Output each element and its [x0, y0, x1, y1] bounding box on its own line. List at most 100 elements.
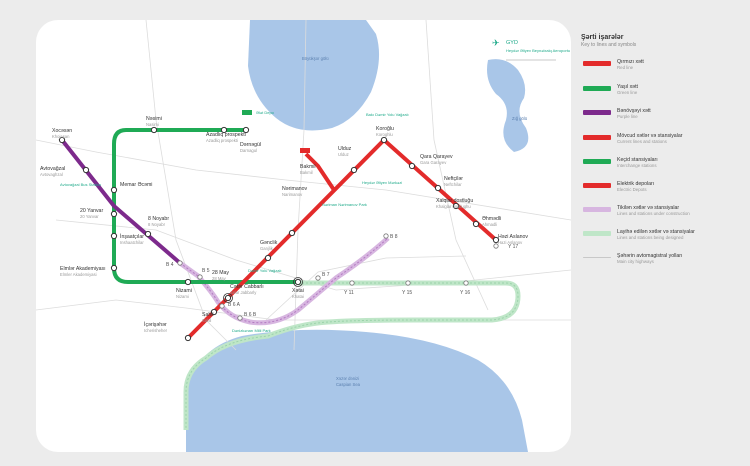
station-sahil[interactable] [210, 308, 218, 316]
note-depot-north: Ələt Depo [256, 110, 275, 115]
label-ulduz-en: Ulduz [338, 152, 349, 157]
label-neftchiler-en: Neftchilar [444, 182, 462, 187]
metro-map[interactable]: ✈ GYD Xocəsən Khojasan Avtovağzal Avtova… [36, 20, 571, 452]
station-narimanov[interactable] [288, 229, 296, 237]
label-nasimi: Nəsimi [146, 116, 162, 122]
stations-red [184, 136, 500, 342]
label-koroglu-en: Koroghlu [376, 132, 393, 137]
legend-label: Tikilən xətlər və stansiyalar [617, 205, 680, 211]
label-xalqlar: Xalqlar dostluğu [436, 198, 473, 204]
label-nariman-en: Narimanov [282, 192, 303, 197]
label-azadliq: Azadlıq prospekti [206, 132, 246, 138]
station-labels: Xocəsən Khojasan Avtovağzal Avtovaghzal … [40, 116, 528, 333]
legend-sublabel: Electric Depots [617, 187, 647, 192]
label-memar: Memar Əcəmi [120, 182, 152, 188]
red-line-swatch [583, 61, 611, 66]
purple-line-construction-dots [179, 237, 389, 324]
station-darnagul[interactable] [242, 126, 250, 134]
label-sahil-en: Sahil [202, 318, 211, 323]
station-20-yanvar[interactable] [110, 210, 118, 218]
label-sahil: Sahil [202, 312, 214, 318]
label-darnagul: Dərnəgül [240, 142, 261, 148]
stations-planned [177, 233, 499, 321]
label-ahmadli: Əhmədli [482, 216, 501, 222]
station-ahmadli[interactable] [472, 220, 480, 228]
station-hazi-aslanov[interactable] [492, 236, 500, 244]
note-28may: Dəmir Yolu Vağzalı [248, 268, 282, 273]
station-nasimi[interactable] [150, 126, 158, 134]
legend-item-designed: Layihə edilən xətlər və stansiyalar Line… [581, 229, 746, 247]
stations-purple [58, 136, 152, 238]
station-avtovagzal[interactable] [82, 166, 90, 174]
station-elmler[interactable] [110, 264, 118, 272]
legend-label: Elektrik depoları [617, 181, 655, 187]
label-icherisheher: İçərişəhər [144, 321, 167, 328]
label-xalqlar-en: Khalglar dostlughu [436, 204, 471, 209]
legend-label: Layihə edilən xətlər və stansiyalar [617, 229, 695, 235]
code-b5: B 5 [202, 268, 210, 274]
green-line-designed-dots [185, 282, 519, 430]
sea-label: Xəzər dənizi [336, 376, 359, 381]
station-b6b[interactable] [237, 315, 243, 321]
legend-title: Şərti işarələr [581, 34, 624, 41]
station-memar-ajami[interactable] [110, 186, 118, 194]
legend-item-highway: Şəhərin avtomagistral yolları Main city … [581, 253, 746, 271]
code-b8: B 8 [390, 234, 398, 240]
station-b4[interactable] [177, 260, 183, 266]
legend-panel: Şərti işarələr Key to lines and symbols … [581, 34, 746, 435]
note-station-north: Bakı Dəmir Yolu Vağzalı [366, 112, 409, 117]
station-qara-qarayev[interactable] [408, 162, 416, 170]
station-8-noyabr[interactable] [144, 230, 152, 238]
station-koroglu[interactable] [380, 136, 388, 144]
label-darnagul-en: Darnagul [240, 148, 257, 153]
label-hazi-en: Hazi Aslanov [498, 240, 523, 245]
station-y15[interactable] [405, 280, 411, 286]
station-y11[interactable] [349, 280, 355, 286]
legend-label: Mövcud xətlər və stansiyalar [617, 133, 683, 139]
station-xocasan[interactable] [58, 136, 66, 144]
code-b6b: B 6 B [244, 312, 257, 318]
station-28may[interactable] [224, 294, 232, 302]
label-nizami: Nizami [176, 288, 192, 294]
label-neftchiler: Neftçilər [444, 176, 463, 182]
label-elmler-en: Elmler Akademiyasi [60, 272, 97, 277]
station-ulduz[interactable] [350, 166, 358, 174]
map-notes: Ələt Depo Bakı Dəmir Yolu Vağzalı Heydər… [232, 48, 570, 333]
red-line [186, 137, 498, 340]
airport-icon[interactable]: ✈ [492, 39, 500, 49]
label-bakmil-en: Bakmil [300, 170, 313, 175]
station-icherisheher[interactable] [184, 334, 192, 342]
station-neftchilar[interactable] [434, 184, 442, 192]
interchange-xetai [293, 277, 303, 287]
station-b6a[interactable] [219, 303, 225, 309]
legend-list: Qırmızı xətt Red line Yaşıl xətt Green l… [581, 55, 746, 435]
station-xetai[interactable] [294, 278, 302, 286]
station-b7[interactable] [315, 275, 321, 281]
label-ahmadli-en: Ahmadli [482, 222, 497, 227]
station-nizami[interactable] [184, 278, 192, 286]
station-azadliq[interactable] [220, 126, 228, 134]
legend-label: Bənövşəyi xətt [617, 108, 651, 114]
label-xocasan-en: Khojasan [52, 134, 70, 139]
legend-item-red: Qırmızı xətt Red line [581, 59, 746, 77]
planned-codes: B 4 B 5 B 6 A B 6 B B 7 B 8 Y 11 Y 15 Y … [166, 234, 518, 318]
stations-green [110, 126, 302, 286]
label-8-noyabr: 8 Noyabr [148, 216, 169, 222]
station-y17[interactable] [493, 243, 499, 249]
label-avtovagzal: Avtovağzal [40, 166, 65, 172]
legend-sublabel: Red line [617, 65, 634, 70]
label-insaatcilar: İnşaatçılar [120, 233, 144, 240]
interchange-marks [223, 277, 303, 303]
legend-label: Keçid stansiyaları [617, 157, 658, 163]
station-genclik[interactable] [264, 254, 272, 262]
label-sefer: Cəfər Cabbarlı [230, 284, 264, 290]
label-nizami-en: Nizami [176, 294, 189, 299]
station-b8[interactable] [383, 233, 389, 239]
lake-north [248, 20, 380, 131]
legend-sublabel: Current lines and stations [617, 139, 667, 144]
station-y16[interactable] [463, 280, 469, 286]
code-b7: B 7 [322, 272, 330, 278]
station-xalqlar[interactable] [452, 202, 460, 210]
station-insaatcilar[interactable] [110, 232, 118, 240]
station-b5[interactable] [197, 274, 203, 280]
